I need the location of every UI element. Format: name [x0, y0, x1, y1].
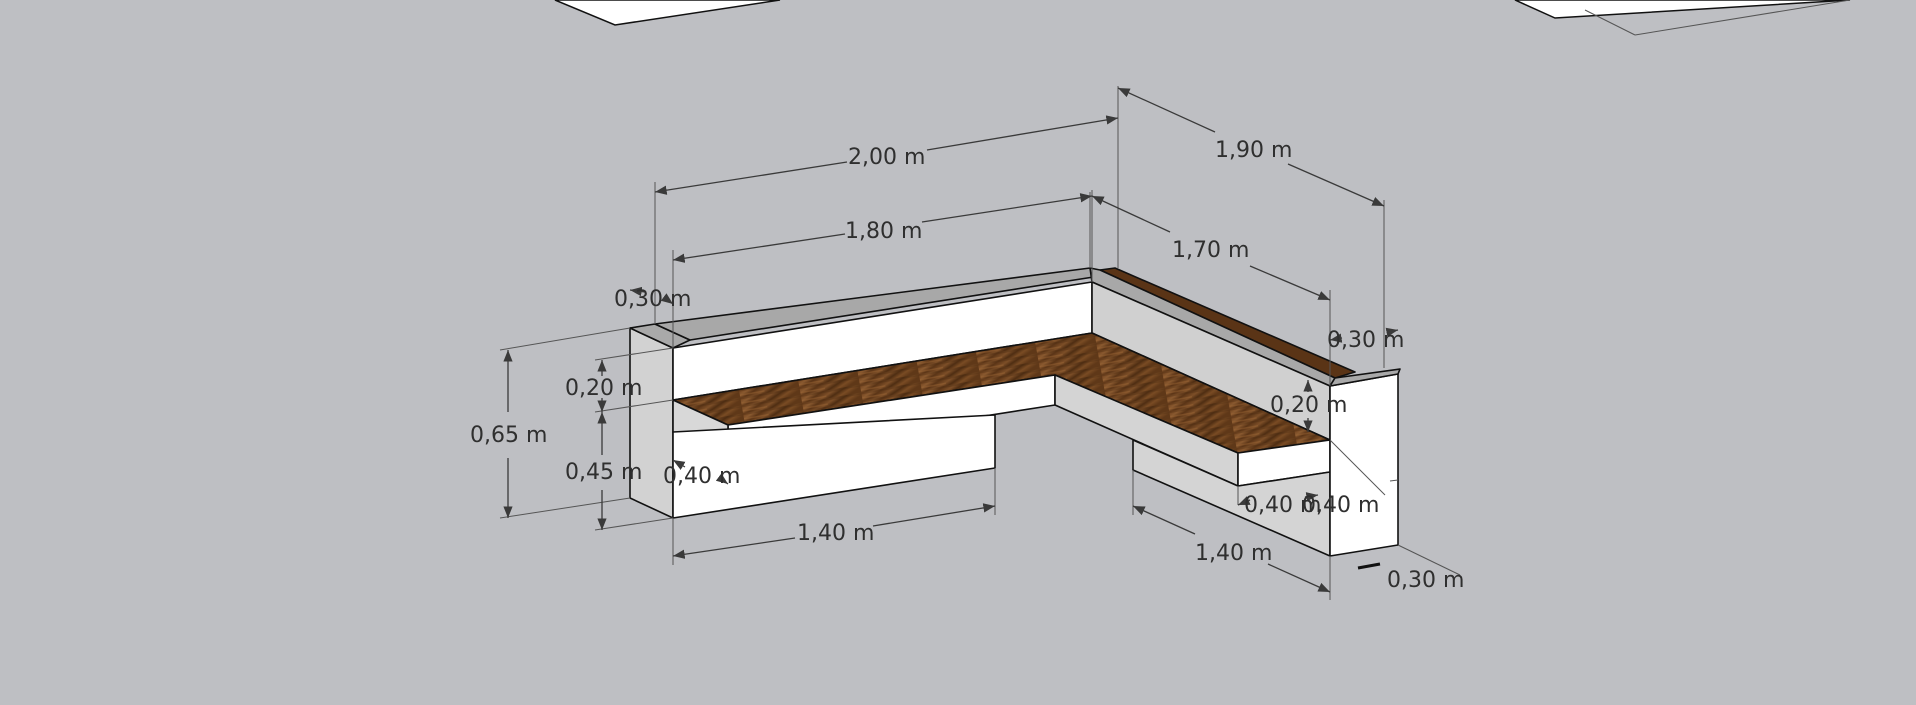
dim-overall-depth-label: 1,90 m	[1215, 138, 1292, 163]
dim-overall-width-label: 2,00 m	[848, 145, 925, 170]
dim-seat-height-label: 0,45 m	[565, 460, 642, 485]
dim-inner-width-label: 1,80 m	[845, 219, 922, 244]
dim-wall-right-label: 0,30 m	[1327, 328, 1404, 353]
right-end-wall-top	[1329, 368, 1401, 387]
dim-seat-depth-left-label: 0,40 m	[663, 464, 740, 489]
dim-backrest-left-label: 0,20 m	[565, 376, 642, 401]
bench-model	[629, 267, 1401, 570]
dim-seat-depth-right-b-label: 0,40 m	[1302, 493, 1379, 518]
dim-base-left-label: 1,40 m	[797, 521, 874, 546]
dim-inner-depth-label: 1,70 m	[1172, 238, 1249, 263]
dimension-labels: 2,00 m 1,90 m 1,80 m 1,70 m 0,30 m 0,30 …	[470, 138, 1464, 593]
dim-wall-left-label: 0,30 m	[614, 287, 691, 312]
dim-total-height-label: 0,65 m	[470, 423, 547, 448]
dim-wall-front-label: 0,30 m	[1387, 568, 1464, 593]
neighbor-object-left	[554, 0, 781, 26]
dim-base-right-label: 1,40 m	[1195, 541, 1272, 566]
neighbor-object-right	[1514, 0, 1851, 36]
dim-backrest-right-label: 0,20 m	[1270, 393, 1347, 418]
dimension-lines	[499, 86, 1461, 600]
left-end-wall-side	[629, 327, 674, 519]
dim-seat-depth-right-a-label: 0,40 m	[1244, 493, 1321, 518]
